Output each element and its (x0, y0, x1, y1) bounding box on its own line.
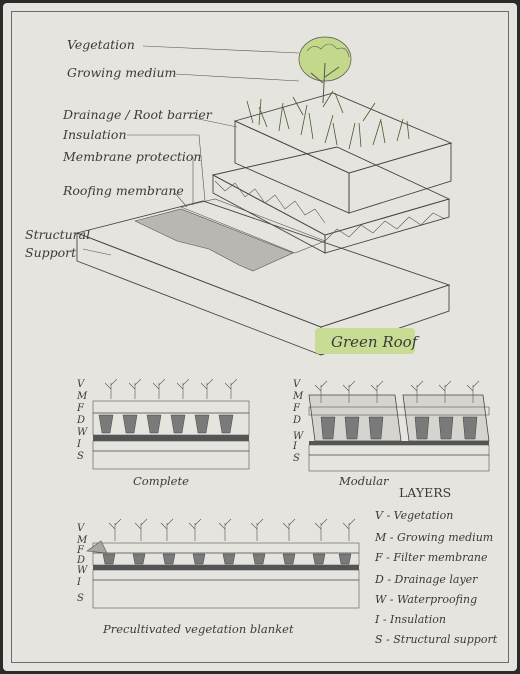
letters-modular: V M F D W I S (292, 379, 304, 464)
letters-complete: V M F D W I S (76, 379, 88, 462)
letter-w: W (77, 565, 88, 576)
letter-m: M (76, 535, 88, 546)
letter-s: S (77, 451, 85, 462)
blanket-growing-medium (92, 542, 360, 554)
blanket-insulation (92, 569, 360, 581)
letter-f: F (76, 403, 85, 414)
letter-m: M (76, 391, 88, 402)
complete-drainage-cups (98, 414, 234, 434)
letter-d: D (76, 415, 86, 426)
panel-blanket: V M F D W I S (76, 518, 360, 636)
notebook-page: Vegetation Growing medium Drainage / Roo… (3, 3, 517, 671)
modular-growing-medium (308, 406, 490, 416)
letter-m: M (292, 391, 304, 402)
modular-structural (308, 454, 490, 472)
legend: LAYERS V - Vegetation M - Growing medium… (374, 485, 498, 646)
panel-complete: V M F D W I S Complete (76, 378, 250, 488)
caption-blanket: Precultivated vegetation blanket (102, 622, 294, 636)
label-membrane-protection: Membrane protection (62, 149, 201, 164)
legend-item-f: F - Filter membrane (374, 551, 488, 564)
roof-section-drawing (75, 36, 453, 356)
label-drainage-root-barrier: Drainage / Root barrier (62, 107, 213, 122)
tree (298, 36, 352, 104)
letter-v: V (293, 379, 302, 390)
letter-i: I (292, 441, 298, 452)
label-roofing-membrane: Roofing membrane (62, 183, 184, 198)
modular-plants (314, 380, 480, 403)
legend-item-v: V - Vegetation (375, 509, 453, 522)
letter-w: W (77, 427, 88, 438)
leader-lines (82, 45, 300, 256)
legend-item-i: I - Insulation (374, 613, 446, 626)
grass-blades (246, 90, 410, 150)
modular-trays (308, 394, 490, 442)
caption-complete: Complete (133, 474, 189, 488)
blanket-drainage-cups (102, 553, 352, 565)
blanket-plants (108, 518, 356, 541)
complete-growing-medium (92, 400, 250, 414)
growing-medium-top (233, 92, 453, 174)
complete-insulation (92, 440, 250, 452)
insulation-zigzag (214, 180, 326, 224)
letter-f: F (292, 403, 301, 414)
modular-insulation (308, 444, 490, 456)
label-structural: Structural (25, 227, 90, 242)
label-growing-medium: Growing medium (67, 65, 176, 80)
legend-item-s: S - Structural support (375, 633, 498, 646)
blanket-structural (92, 579, 360, 609)
complete-waterproofing (93, 435, 249, 441)
insulation-block-top (211, 146, 451, 236)
letter-f: F (76, 545, 85, 556)
panel-modular: V M F D W I S Modular (292, 379, 490, 488)
letters-blanket: V M F D W I S (76, 523, 88, 604)
letter-s: S (293, 453, 301, 464)
roofing-membrane-strip (134, 208, 294, 272)
complete-plants (104, 378, 238, 399)
letter-i: I (76, 439, 82, 450)
green-roof-diagram: Vegetation Growing medium Drainage / Roo… (25, 36, 498, 646)
complete-structural (92, 450, 250, 470)
label-insulation: Insulation (62, 127, 127, 142)
letter-d: D (76, 555, 86, 566)
label-support: Support (25, 245, 77, 260)
insulation-block-side (324, 198, 450, 254)
letter-v: V (77, 379, 86, 390)
letter-w: W (293, 431, 304, 442)
letter-s: S (77, 593, 85, 604)
growing-medium-front (234, 120, 350, 214)
legend-item-d: D - Drainage layer (374, 573, 478, 586)
label-vegetation: Vegetation (67, 37, 135, 52)
growing-medium-side (348, 142, 452, 214)
legend-item-m: M - Growing medium (374, 531, 493, 544)
letter-i: I (76, 577, 82, 588)
blanket-waterproofing (93, 565, 359, 570)
letter-d: D (292, 415, 302, 426)
legend-item-w: W - Waterproofing (375, 593, 477, 606)
legend-title: LAYERS (399, 485, 451, 500)
letter-v: V (77, 523, 86, 534)
blanket-rolled-edge (86, 540, 108, 554)
page-title: Green Roof (331, 333, 420, 351)
page-border (11, 11, 509, 663)
modular-waterproofing (309, 441, 489, 445)
title-block: Green Roof (315, 328, 420, 354)
insulation-zigzag-side (324, 212, 446, 242)
caption-modular: Modular (338, 474, 390, 488)
modular-drainage-cups (320, 416, 478, 440)
